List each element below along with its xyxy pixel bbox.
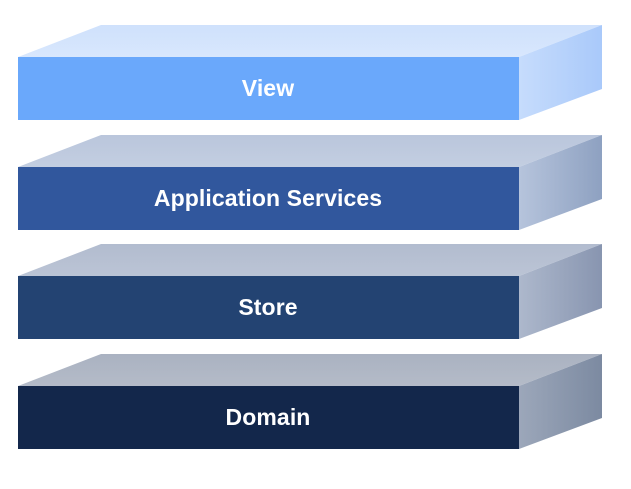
layer-slab-domain[interactable]: Domain [18,354,602,449]
layer-slab-view[interactable]: View [18,25,602,120]
slab-label-domain: Domain [226,404,311,430]
slab-side-face-store [519,244,602,339]
slab-top-face-view [18,25,602,57]
slab-front-face-view [18,57,519,120]
slab-front-face-store [18,276,519,339]
slab-top-face-application-services [18,135,602,167]
slab-label-view: View [242,75,294,101]
slab-label-application-services: Application Services [154,185,382,211]
slab-top-face-store [18,244,602,276]
layer-slab-store[interactable]: Store [18,244,602,339]
slab-front-face-domain [18,386,519,449]
slab-side-face-domain [519,354,602,449]
slab-front-face-application-services [18,167,519,230]
slab-side-face-view [519,25,602,120]
slab-top-face-domain [18,354,602,386]
slab-side-face-application-services [519,135,602,230]
slab-label-store: Store [238,294,297,320]
layer-slab-application-services[interactable]: Application Services [18,135,602,230]
